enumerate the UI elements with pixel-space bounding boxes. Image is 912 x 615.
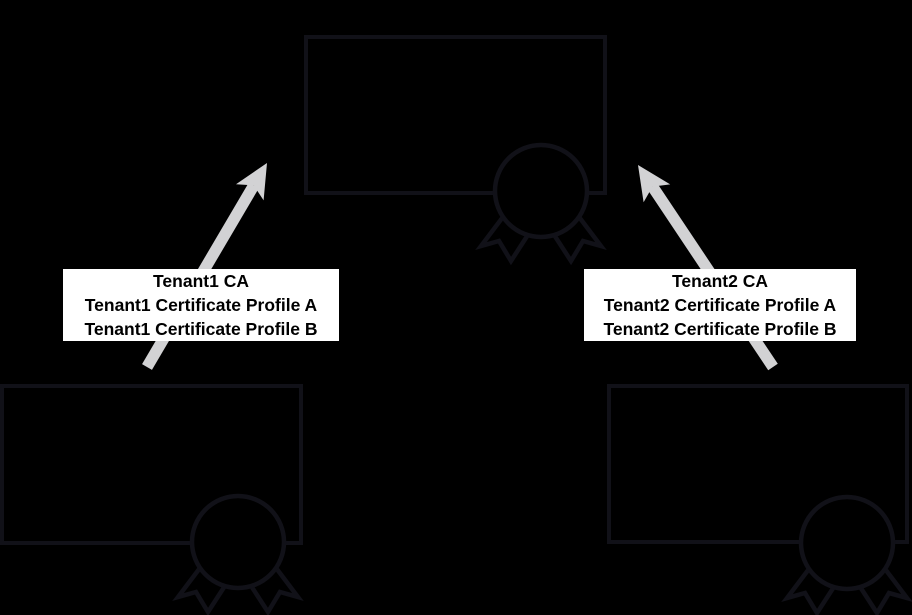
ribbon-medal-circle	[492, 142, 590, 240]
ribbon-medal-circle	[189, 493, 287, 591]
tenant1-certificate-profile-b: Tenant1 Certificate Profile B	[84, 319, 318, 339]
tenant2-ca-name: Tenant2 CA	[672, 271, 768, 291]
certificate-ribbon-icon	[172, 493, 304, 615]
up-arrow-icon	[236, 163, 267, 201]
ribbon-medal-circle	[798, 494, 896, 592]
root-certificate-box	[304, 35, 607, 195]
certificate-ribbon-icon	[475, 142, 607, 266]
tenant2-certificate-profile-a: Tenant2 Certificate Profile A	[603, 295, 837, 315]
tenant2-certificate-box	[607, 384, 909, 544]
up-arrow-icon	[638, 165, 671, 203]
tenant1-certificate-profile-a: Tenant1 Certificate Profile A	[84, 295, 318, 315]
tenant1-ca-name: Tenant1 CA	[153, 271, 249, 291]
tenant2-label: Tenant2 CA Tenant2 Certificate Profile A…	[584, 269, 856, 341]
tenant1-certificate-box	[0, 384, 303, 545]
certificate-ribbon-icon	[781, 494, 912, 615]
tenant2-certificate-profile-b: Tenant2 Certificate Profile B	[603, 319, 837, 339]
tenant1-label: Tenant1 CA Tenant1 Certificate Profile A…	[63, 269, 339, 341]
